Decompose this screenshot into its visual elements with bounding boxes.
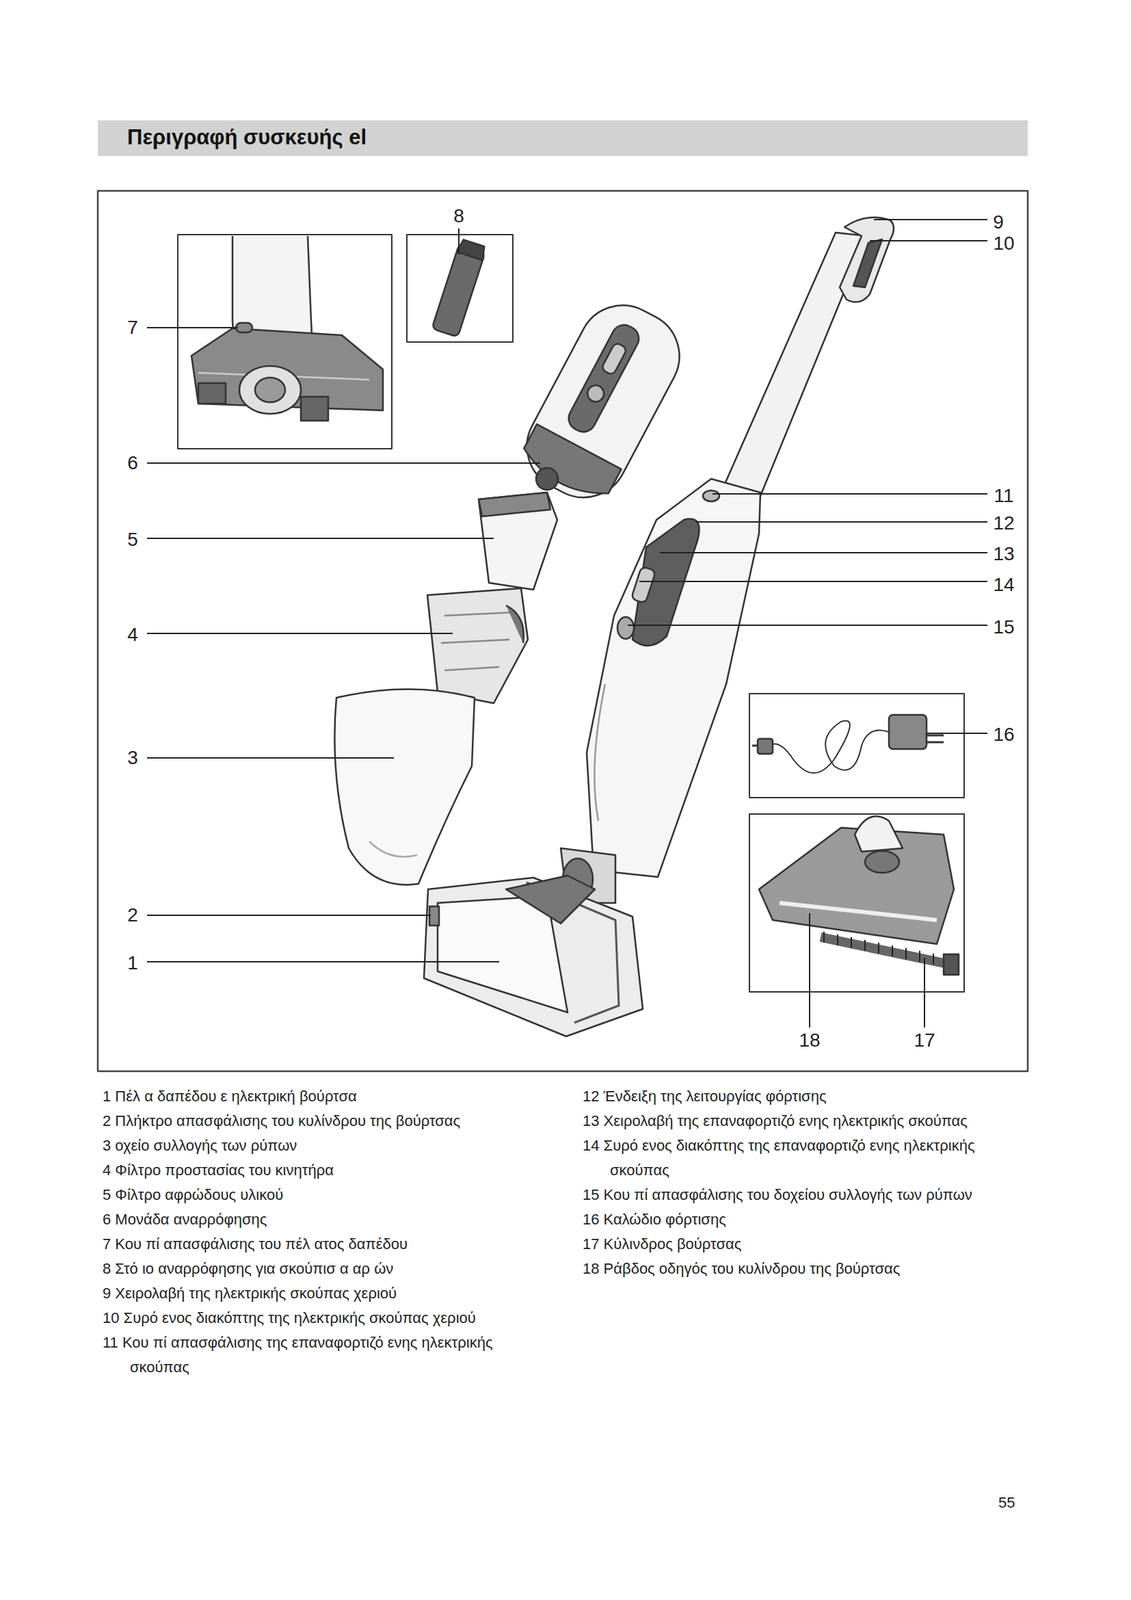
legend-column: 12 Ένδειξη της λειτουργίας φόρτισης13 Χε…	[582, 1083, 1000, 1281]
part-list-item: 8 Στό ιο αναρρόφησης για σκούπισ α αρ ών	[102, 1256, 500, 1281]
part-list-item: 11 Κου πί απασφάλισης της επαναφορτιζό ε…	[102, 1329, 500, 1380]
part-list-item: 18 Ράβδος οδηγός του κυλίνδρου της βούρτ…	[582, 1256, 1000, 1281]
callout-number: 5	[125, 528, 140, 551]
page-title: Περιγραφή συσκευής el	[127, 125, 367, 150]
part-list-item: 2 Πλήκτρο απασφάλισης του κυλίνδρου της …	[102, 1108, 500, 1134]
callout-number: 16	[991, 723, 1016, 746]
part-list-item: 14 Συρό ενος διακόπτης της επαναφορτιζό …	[582, 1133, 1000, 1183]
callout-number: 18	[797, 1029, 822, 1051]
part-list-item: 10 Συρό ενος διακόπτης της ηλεκτρικής σκ…	[102, 1305, 500, 1330]
part-list-item: 17 Κύλινδρος βούρτσας	[582, 1231, 1000, 1257]
part-list-item: 3 οχείο συλλογής των ρύπων	[102, 1133, 500, 1158]
part-list-item: 6 Μονάδα αναρρόφησης	[102, 1206, 500, 1232]
callout-number: 17	[912, 1029, 937, 1051]
callout-number: 8	[451, 205, 466, 228]
part-list-item: 15 Κου πί απασφάλισης του δοχείου συλλογ…	[582, 1182, 1000, 1207]
page-number: 55	[998, 1493, 1015, 1512]
part-list-item: 9 Χειρολαβή της ηλεκτρικής σκούπας χεριο…	[102, 1280, 500, 1306]
part-list-item: 16 Καλώδιο φόρτισης	[582, 1206, 1000, 1232]
part-list-item: 12 Ένδειξη της λειτουργίας φόρτισης	[582, 1083, 1000, 1109]
part-list-item: 1 Πέλ α δαπέδου ε ηλεκτρική βούρτσα	[102, 1083, 500, 1109]
part-list-item: 4 Φίλτρο προστασίας του κινητήρα	[102, 1157, 500, 1183]
callout-number: 10	[991, 232, 1016, 255]
callout-number: 3	[125, 746, 140, 769]
callout-number: 4	[125, 623, 140, 646]
callout-number: 12	[991, 512, 1016, 535]
callout-number: 15	[991, 616, 1016, 638]
part-list-item: 13 Χειρολαβή της επαναφορτιζό ενης ηλεκτ…	[582, 1108, 1000, 1134]
part-list-item: 7 Κου πί απασφάλισης του πέλ ατος δαπέδο…	[102, 1231, 500, 1257]
callout-number: 2	[125, 903, 140, 926]
callout-number: 6	[125, 451, 140, 474]
callout-number: 13	[991, 542, 1016, 565]
callout-number: 1	[125, 951, 140, 974]
callout-number: 9	[991, 211, 1006, 234]
callout-number: 7	[125, 316, 140, 339]
callout-number: 11	[992, 484, 1015, 507]
callout-number: 14	[991, 573, 1016, 596]
legend-column: 1 Πέλ α δαπέδου ε ηλεκτρική βούρτσα2 Πλή…	[102, 1083, 500, 1380]
part-list-item: 5 Φίλτρο αφρώδους υλικού	[102, 1182, 500, 1207]
